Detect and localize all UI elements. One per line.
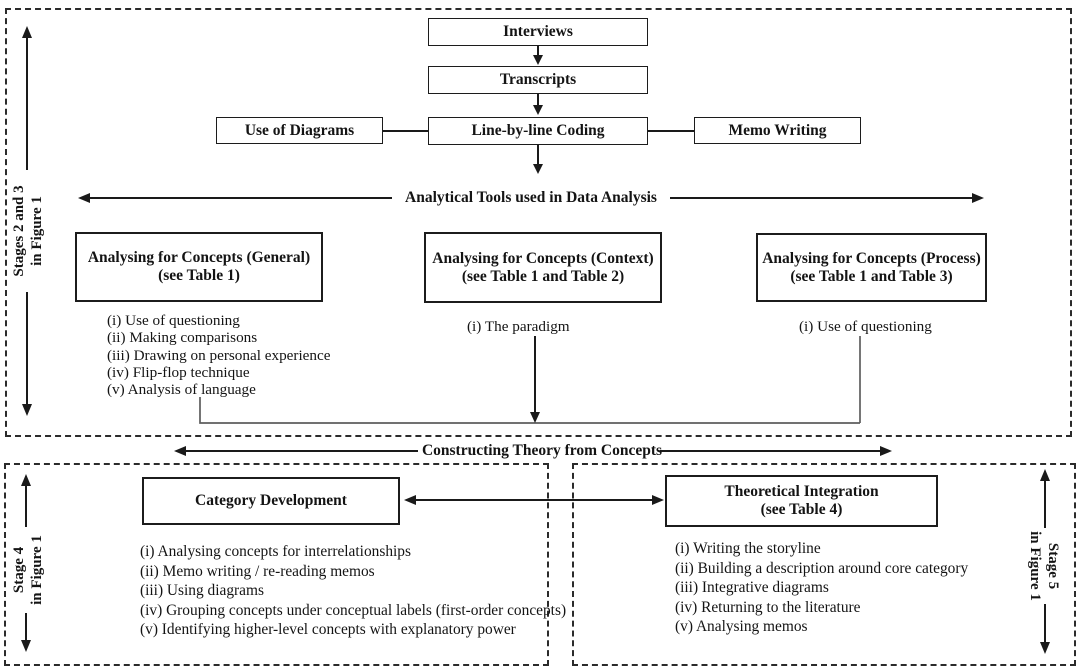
list-item: (iii) Using diagrams xyxy=(140,582,264,599)
stage-4-list: (i) Analysing concepts for interrelation… xyxy=(140,542,566,640)
stages-2-3-side-label: Stages 2 and 3 in Figure 1 xyxy=(10,171,48,291)
arrow-constructing-left xyxy=(174,446,418,456)
concepts-context-box: Analysing for Concepts (Context) (see Ta… xyxy=(424,232,662,303)
stage-5-vertical-arrow xyxy=(1040,469,1050,654)
stages-2-3-vertical-arrow xyxy=(22,26,32,416)
list-item: (ii) Building a description around core … xyxy=(675,559,969,577)
concepts-process-title: Analysing for Concepts (Process) xyxy=(762,249,981,267)
general-tools-list: (i) Use of questioning (ii) Making compa… xyxy=(107,312,331,398)
arrow-interviews-to-transcripts xyxy=(533,46,543,65)
side-label-line: Stages 2 and 3 xyxy=(11,185,27,277)
line-by-line-coding-box: Line-by-line Coding xyxy=(428,117,648,145)
list-item: (v) Analysis of language xyxy=(107,381,256,399)
side-label-line: in Figure 1 xyxy=(29,535,45,605)
stage-5-panel xyxy=(572,463,1076,666)
memo-writing-label: Memo Writing xyxy=(728,121,827,139)
list-item: (i) Writing the storyline xyxy=(675,540,821,557)
list-item: (i) Analysing concepts for interrelation… xyxy=(140,543,411,560)
stages-2-3-panel xyxy=(5,8,1072,437)
process-tools-list: (i) Use of questioning xyxy=(799,318,932,335)
line-by-line-coding-label: Line-by-line Coding xyxy=(471,122,605,139)
list-item: (v) Analysing memos xyxy=(675,618,808,635)
use-of-diagrams-label: Use of Diagrams xyxy=(244,121,355,139)
side-label-line: in Figure 1 xyxy=(1027,531,1043,601)
arrow-constructing-right xyxy=(660,446,892,456)
arrow-analytical-tools-right xyxy=(670,193,984,203)
list-item: (iii) Drawing on personal experience xyxy=(107,346,331,364)
memo-writing-box: Memo Writing xyxy=(694,117,861,144)
stage-5-list: (i) Writing the storyline (ii) Building … xyxy=(675,539,968,637)
theoretical-integration-title: Theoretical Integration xyxy=(724,483,879,500)
list-item: (i) The paradigm xyxy=(467,318,570,335)
list-item: (i) Use of questioning xyxy=(107,312,240,329)
transcripts-label: Transcripts xyxy=(499,71,577,88)
list-item: (v) Identifying higher-level concepts wi… xyxy=(140,621,516,638)
arrow-category-theoretical xyxy=(404,495,664,505)
arrow-coding-to-analytical-tools xyxy=(533,145,543,174)
list-item: (i) Use of questioning xyxy=(799,318,932,335)
side-label-line: Stage 4 xyxy=(11,546,27,594)
side-label-line: Stage 5 xyxy=(1045,542,1061,590)
list-item: (ii) Making comparisons xyxy=(107,329,258,347)
interviews-box: Interviews xyxy=(428,18,648,46)
theoretical-integration-subtitle: (see Table 4) xyxy=(760,501,843,518)
concepts-general-title: Analysing for Concepts (General) xyxy=(87,249,311,266)
analytical-tools-label: Analytical Tools used in Data Analysis xyxy=(405,189,657,206)
use-of-diagrams-box: Use of Diagrams xyxy=(216,117,383,144)
list-item: (iv) Grouping concepts under conceptual … xyxy=(140,601,567,619)
concepts-general-box: Analysing for Concepts (General) (see Ta… xyxy=(75,232,323,302)
stage-4-side-label: Stage 4 in Figure 1 xyxy=(10,510,48,630)
concepts-process-subtitle: (see Table 1 and Table 3) xyxy=(790,267,953,285)
concepts-general-subtitle: (see Table 1) xyxy=(158,267,240,284)
concepts-process-box: Analysing for Concepts (Process) (see Ta… xyxy=(756,233,987,302)
list-item: (iv) Flip-flop technique xyxy=(107,363,250,381)
stage-5-side-label: Stage 5 in Figure 1 xyxy=(1024,506,1062,626)
side-label-line: in Figure 1 xyxy=(29,196,45,266)
theoretical-integration-box: Theoretical Integration (see Table 4) xyxy=(665,475,938,527)
constructing-theory-label: Constructing Theory from Concepts xyxy=(421,442,663,459)
concepts-context-title: Analysing for Concepts (Context) xyxy=(432,249,654,267)
list-item: (ii) Memo writing / re-reading memos xyxy=(140,562,375,580)
list-item: (iv) Returning to the literature xyxy=(675,598,861,616)
arrow-analytical-tools-left xyxy=(78,193,392,203)
category-development-title: Category Development xyxy=(195,492,347,509)
transcripts-box: Transcripts xyxy=(428,66,648,94)
context-tools-list: (i) The paradigm xyxy=(467,318,570,335)
stage-4-vertical-arrow xyxy=(21,474,31,652)
list-item: (iii) Integrative diagrams xyxy=(675,579,829,596)
interviews-label: Interviews xyxy=(503,23,573,40)
concepts-context-subtitle: (see Table 1 and Table 2) xyxy=(461,267,625,285)
stage-4-panel xyxy=(4,463,549,666)
arrow-transcripts-to-coding xyxy=(533,94,543,115)
category-development-box: Category Development xyxy=(142,477,400,525)
converging-lines xyxy=(199,336,861,424)
